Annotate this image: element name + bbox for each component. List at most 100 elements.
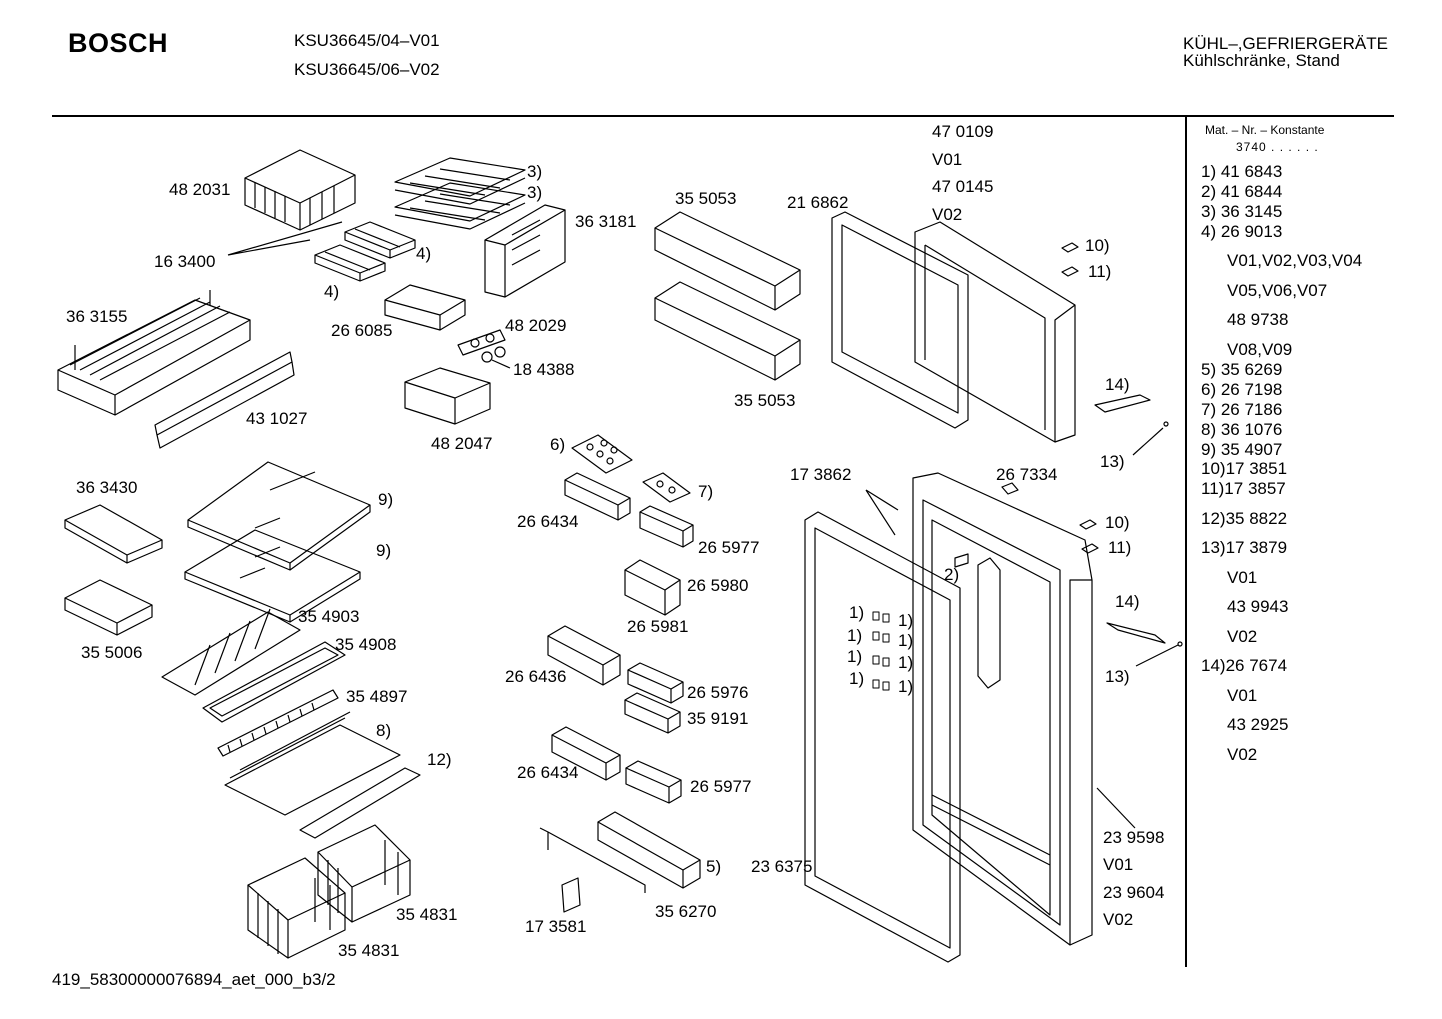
parts-list-row: 7) 26 7186 <box>1201 400 1283 419</box>
label-7: 7) <box>698 482 714 501</box>
label-26-5977-upper: 26 5977 <box>698 538 760 557</box>
parts-list-row: 12)35 8822 <box>1201 509 1288 528</box>
vegetable-drawer-rear-drawing <box>318 825 410 922</box>
label-1-row1-left: 1) <box>849 603 865 622</box>
cover-plate-35-6270-drawing <box>540 828 645 893</box>
label-10-upper: 10) <box>1085 236 1110 255</box>
parts-list-row: 14)26 7674 <box>1201 656 1288 675</box>
freezer-door-variant-v02: V02 <box>932 205 963 224</box>
clip-17-3581-drawing <box>562 878 580 912</box>
label-35-4831-upper: 35 4831 <box>396 905 458 924</box>
glass-shelf-upper-drawing <box>188 462 370 570</box>
label-14-lower: 14) <box>1115 592 1140 611</box>
label-26-5977-lower: 26 5977 <box>690 777 752 796</box>
glass-plate-drawing <box>203 642 345 722</box>
label-1-row4-right: 1) <box>898 677 914 696</box>
parts-list-row: 43 2925 <box>1227 715 1289 734</box>
fridge-door-drawing <box>913 473 1092 945</box>
glass-shelf-lower-drawing <box>185 530 360 622</box>
brand-logo: BOSCH <box>68 28 169 58</box>
door-bin-35-9191-drawing <box>625 693 680 733</box>
drawer-box-drawing <box>405 368 490 424</box>
hinge-lower-drawing <box>1080 520 1098 553</box>
header-divider <box>52 115 1394 117</box>
parts-list-row: 4) 26 9013 <box>1201 222 1283 241</box>
label-23-6375: 23 6375 <box>751 857 813 876</box>
label-5: 5) <box>706 857 722 876</box>
cover-frame-drawing <box>162 609 300 695</box>
bin-holder-26-5980-drawing <box>625 560 680 615</box>
label-1-row2-left: 1) <box>847 626 863 645</box>
fridge-door-seal-drawing <box>805 512 960 962</box>
label-26-6434-lower: 26 6434 <box>517 763 579 782</box>
egg-tray-large-drawing <box>572 435 632 473</box>
fridge-door-part-v01: 23 9598 <box>1103 828 1165 847</box>
door-bin-26-6436-drawing <box>548 626 620 685</box>
label-11-lower: 11) <box>1108 538 1132 557</box>
label-1-row4-left: 1) <box>849 669 865 688</box>
parts-list-row: V05,V06,V07 <box>1227 281 1328 300</box>
label-48-2029: 48 2029 <box>505 316 567 335</box>
label-26-7334: 26 7334 <box>996 465 1058 484</box>
label-26-6436: 26 6436 <box>505 667 567 686</box>
label-35-4908: 35 4908 <box>335 635 397 654</box>
glass-shelf-frame-drawing <box>58 290 250 415</box>
label-18-4388: 18 4388 <box>513 360 575 379</box>
parts-list-row: 9) 35 4907 <box>1201 440 1283 459</box>
door-bin-26-5976-drawing <box>628 663 683 703</box>
label-1-row1-right: 1) <box>898 611 914 630</box>
front-cover-strip-drawing <box>300 768 420 838</box>
label-13-upper: 13) <box>1100 452 1125 471</box>
door-bin-26-6434-lower-drawing <box>552 727 620 780</box>
hinge-cap-26-7334-drawing <box>1002 483 1018 494</box>
document-code: 419_58300000076894_aet_000_b3/2 <box>52 970 336 989</box>
label-36-3181: 36 3181 <box>575 212 637 231</box>
label-13-lower: 13) <box>1105 667 1130 686</box>
label-43-1027: 43 1027 <box>246 409 308 428</box>
parts-list-row: V08,V09 <box>1227 340 1293 359</box>
label-26-5980: 26 5980 <box>687 576 749 595</box>
label-4-right: 4) <box>416 244 432 263</box>
parts-list-row: 13)17 3879 <box>1201 538 1288 557</box>
label-48-2047: 48 2047 <box>431 434 493 453</box>
parts-list-row: V02 <box>1227 745 1258 764</box>
egg-tray-small-drawing <box>643 473 690 502</box>
parts-list-divider <box>1185 117 1187 967</box>
wire-shelf-drawing <box>395 158 525 229</box>
lamp-cover-pieces-drawing <box>873 612 889 690</box>
fridge-door-variant-v01: V01 <box>1103 855 1134 874</box>
label-35-6270: 35 6270 <box>655 902 717 921</box>
tray-holder-drawing <box>385 285 465 330</box>
label-35-4897: 35 4897 <box>346 687 408 706</box>
door-rack-lower-drawing <box>655 282 800 380</box>
label-6: 6) <box>550 435 566 454</box>
label-35-5053-lower: 35 5053 <box>734 391 796 410</box>
freezer-door-part-v02: 47 0145 <box>932 177 994 196</box>
label-2: 2) <box>944 565 960 584</box>
label-3-lower: 3) <box>527 183 543 202</box>
parts-list-row: 5) 35 6269 <box>1201 360 1283 379</box>
ice-tray-drawing <box>315 222 415 281</box>
parts-list-row: V01 <box>1227 568 1258 587</box>
shelf-plate-drawing <box>225 712 400 815</box>
label-26-5981: 26 5981 <box>627 617 689 636</box>
parts-list-row: V01,V02,V03,V04 <box>1227 251 1363 270</box>
freezer-door-seal-drawing <box>832 212 968 428</box>
label-48-2031: 48 2031 <box>169 180 231 199</box>
door-bin-26-6434-upper-drawing <box>565 473 630 520</box>
crisper-tray-drawing <box>65 505 162 563</box>
freezer-door-part-v01: 47 0109 <box>932 122 994 141</box>
parts-list-constant: 3740 . . . . . . <box>1236 140 1319 154</box>
parts-list-row: 1) 41 6843 <box>1201 162 1283 181</box>
freezer-door-variant-v01: V01 <box>932 150 963 169</box>
parts-list-row: 6) 26 7198 <box>1201 380 1283 399</box>
label-36-3155: 36 3155 <box>66 307 128 326</box>
label-14-upper: 14) <box>1105 375 1130 394</box>
door-rack-upper-drawing <box>655 212 800 310</box>
parts-list-row: V01 <box>1227 686 1258 705</box>
screw-lower-drawing <box>1178 642 1182 646</box>
freezer-basket-drawing <box>245 150 355 230</box>
shallow-tray-drawing <box>65 580 152 635</box>
vegetable-drawer-front-drawing <box>248 858 345 958</box>
label-1-row3-left: 1) <box>847 647 863 666</box>
